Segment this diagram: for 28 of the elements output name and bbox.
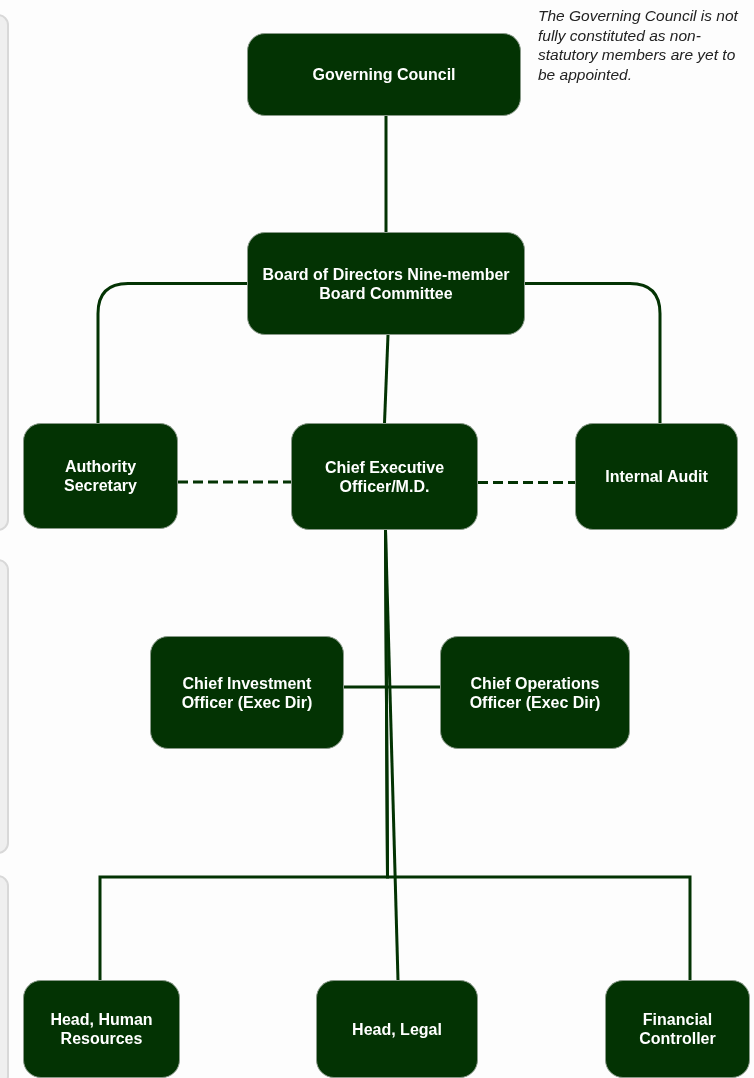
note-text: The Governing Council is not fully constituted as non-statutory members are yet to be appointed. (538, 6, 740, 84)
org-box (291, 423, 478, 530)
org-box (575, 423, 738, 530)
box-title: Internal Audit (605, 467, 708, 486)
connector-line (344, 685, 440, 689)
org-box (440, 636, 630, 749)
connector-line (525, 282, 662, 423)
connector-line (384, 116, 388, 232)
connector-line (383, 334, 390, 424)
box-title: Chief Investment Officer (Exec Dir) (180, 673, 314, 712)
org-box (605, 980, 750, 1078)
org-box (247, 232, 525, 335)
org-box (23, 980, 180, 1078)
box-title: Chief Executive Officer/M.D. (323, 457, 446, 496)
box-title: Head, Legal (352, 1019, 442, 1039)
org-box (23, 423, 178, 529)
box-title: Head, Human Resources (49, 1010, 154, 1048)
dashed-connector (478, 481, 575, 484)
org-box (150, 636, 344, 749)
connector-line (96, 282, 247, 423)
box-title: Chief Operations Officer (Exec Dir) (468, 673, 602, 712)
org-box (247, 33, 521, 116)
dashed-connector (178, 480, 291, 484)
box-title: Board of Directors Nine-member Board Committee (261, 264, 511, 303)
box-title: Authority Secretary (63, 457, 138, 495)
box-title: Financial Controller (638, 1010, 717, 1048)
box-title: Governing Council (312, 65, 456, 84)
org-box (316, 980, 478, 1078)
